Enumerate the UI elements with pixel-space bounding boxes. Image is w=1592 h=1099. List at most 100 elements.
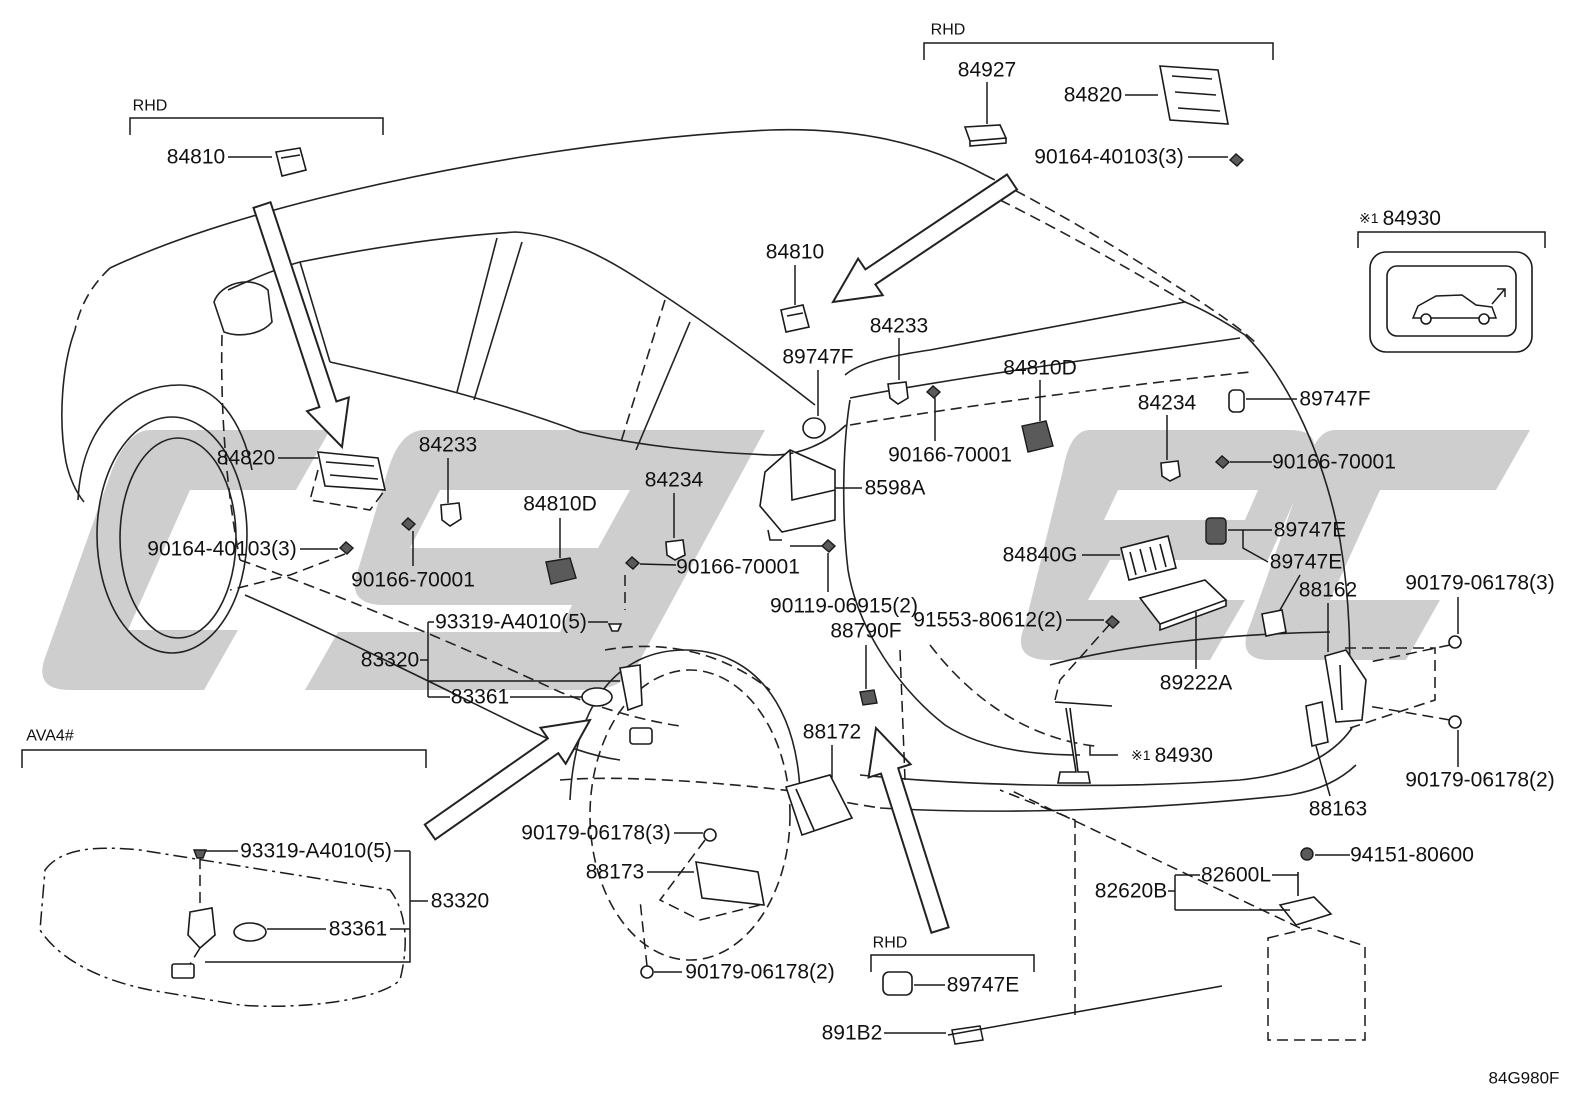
callout: 89222A (1160, 672, 1232, 695)
roof-line (109, 128, 986, 269)
callout: 84840G (1003, 544, 1078, 567)
screw-90166-left (400, 517, 417, 531)
watermark-letter-2 (305, 430, 765, 690)
screw-90166-right (1214, 455, 1231, 469)
callout: 90179-06178(3) (521, 822, 670, 845)
callout: 88790F (830, 620, 901, 643)
screw-91553 (1104, 615, 1121, 629)
screw-90166-hatch (925, 385, 942, 399)
hatch-arrow-icon (1491, 288, 1506, 305)
callout: 94151-80600 (1350, 844, 1474, 867)
callout: 89747E (1274, 519, 1346, 542)
label-83361-ava4: 83361 (329, 918, 387, 941)
front-rim (119, 437, 237, 639)
callout: 84820 (217, 447, 275, 470)
part-84820-left (316, 451, 387, 491)
clip-93319 (607, 623, 623, 632)
part-84234-hatch (1160, 460, 1181, 482)
ava4-dashed-link (189, 858, 201, 965)
b-pillar-rear (473, 241, 523, 401)
callout: 90179-06178(2) (685, 961, 834, 984)
nut-90179-left-upper (703, 828, 717, 842)
callout: 84233 (870, 315, 928, 338)
callout: 89747E (1270, 551, 1342, 574)
callout: 84810D (1003, 357, 1077, 380)
arrow-upper-left (252, 200, 351, 450)
part-88163 (1305, 701, 1329, 747)
a-pillar (227, 261, 331, 363)
arrow-lower-left (423, 718, 592, 841)
callout: 891B2 (822, 1022, 883, 1045)
bracket-rhd-upper-right (923, 42, 1274, 60)
car-icon-wheel-rear (1478, 313, 1490, 325)
arrow-lower-middle (867, 725, 950, 934)
part-84820-left-base (309, 469, 386, 511)
screw-90119 (820, 539, 837, 553)
part-83320-block (629, 727, 653, 745)
part-891B2-cable (947, 985, 1223, 1045)
rocker-sill (244, 594, 621, 761)
rear-tire (589, 669, 791, 961)
bracket-rhd-lower (870, 954, 1035, 972)
callout: 84233 (419, 434, 477, 457)
callout: 89747F (782, 346, 853, 369)
label-83320-ava4: 83320 (431, 890, 489, 913)
watermark-letter-1 (42, 430, 330, 690)
callout: 88163 (1309, 798, 1367, 821)
side-mirror (213, 281, 273, 336)
body-crease (239, 559, 681, 727)
inset-brackets (21, 42, 1546, 972)
callout: 8598A (865, 477, 926, 500)
callout: 90179-06178(2) (1405, 769, 1554, 792)
callout: 84234 (645, 469, 704, 492)
heading-rhd-upper-left: RHD (133, 98, 168, 115)
part-89747E-rhd (882, 971, 913, 996)
part-82620B-case (1267, 927, 1366, 1041)
part-84927 (963, 124, 1008, 147)
callout: 89747F (1299, 388, 1370, 411)
callout: 88162 (1299, 579, 1357, 602)
arrow-upper-middle (831, 173, 1019, 304)
callout: 88172 (803, 721, 861, 744)
part-88173-bracket (695, 861, 765, 906)
heading-rhd-upper-right: RHD (931, 22, 966, 39)
part-84930-sensor (1054, 701, 1113, 784)
heading-ava4: AVA4# (26, 728, 74, 745)
part-89222A (1138, 579, 1228, 632)
part-89747E-lower (1261, 609, 1287, 637)
callout: 82620B (1095, 880, 1167, 903)
taillight-line (1049, 631, 1331, 666)
front-hood (74, 267, 111, 331)
rear-lower-body (559, 777, 881, 809)
part-84233-hatch (887, 381, 909, 405)
part-84234-left (665, 539, 686, 561)
note-part-number: 84930 (1155, 744, 1213, 767)
rear-spoiler-top (844, 301, 1246, 376)
front-door-edge (220, 334, 241, 561)
b-pillar-front (456, 237, 498, 393)
ava4-ring (233, 922, 267, 942)
label-84820-rhd: 84820 (1064, 84, 1122, 107)
screw-90166-middle (624, 556, 641, 570)
switch-84930-inset (1369, 251, 1533, 353)
ava4-inset (39, 847, 406, 1007)
note-mark: ※1 (1131, 747, 1151, 763)
nut-90179-right-lower (1448, 715, 1462, 729)
part-89747F-right (1228, 389, 1245, 413)
vehicle-outline (61, 128, 1436, 961)
mounting-references (229, 553, 1451, 1015)
nut-94151 (1300, 847, 1314, 861)
callout: 84234 (1138, 392, 1197, 415)
bracket-ava4 (21, 749, 427, 768)
callout: 84810 (766, 241, 824, 264)
part-83361-ring (581, 687, 613, 707)
floor-panel (39, 847, 406, 1007)
watermark-letter-4 (1245, 430, 1530, 660)
nut-90179-left-lower (640, 965, 654, 979)
part-88172-ecu (784, 774, 854, 837)
bumper-inner-bracket (1345, 647, 1436, 729)
part-83320-bracket (619, 664, 643, 712)
rear-glass-lower (849, 371, 1251, 426)
